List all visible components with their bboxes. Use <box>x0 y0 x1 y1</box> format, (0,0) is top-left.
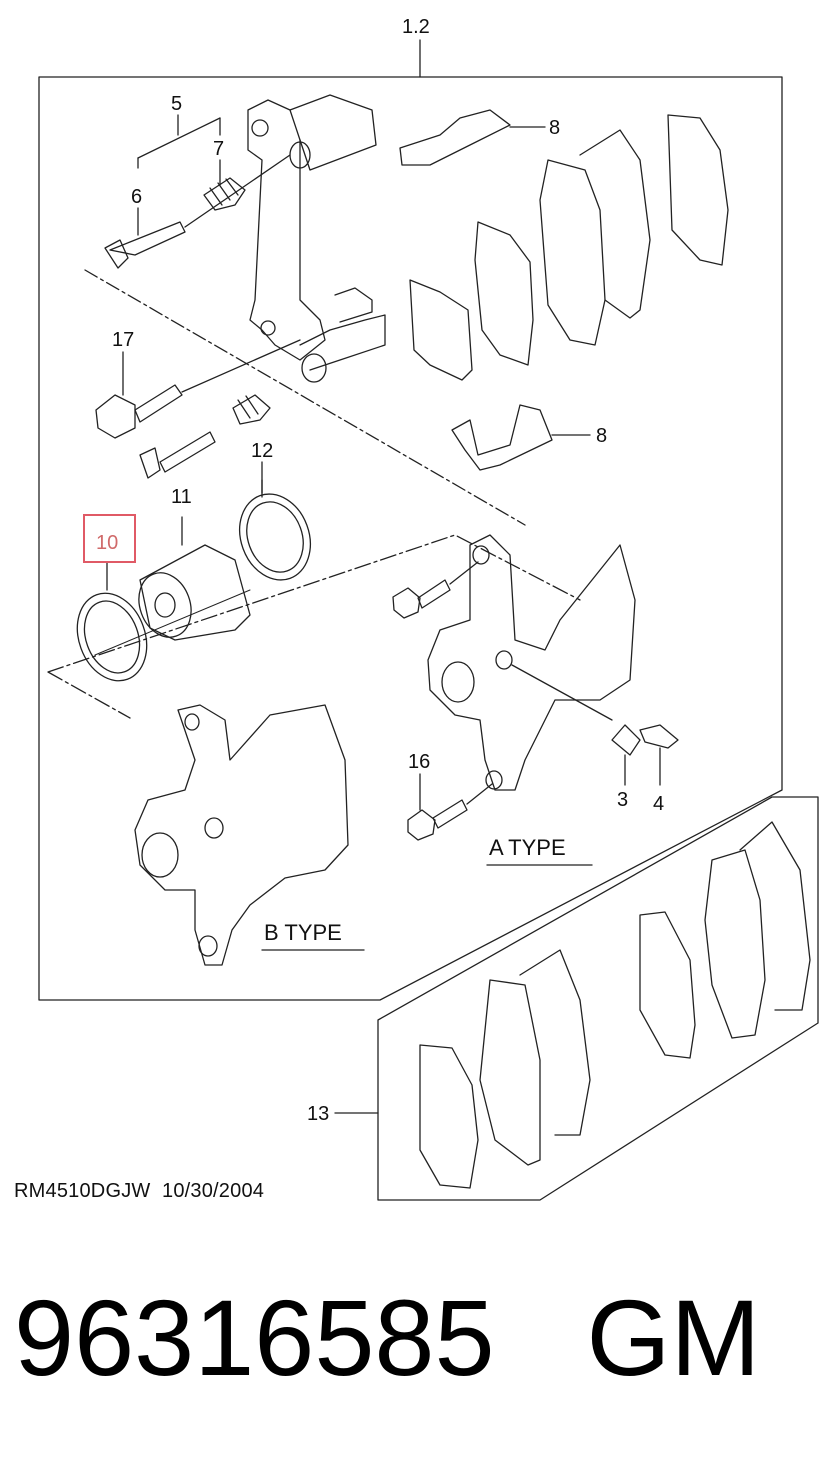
boot-7 <box>203 177 246 211</box>
drawing-date: 10/30/2004 <box>162 1180 265 1202</box>
bolt-17 <box>95 339 301 439</box>
seal-12 <box>239 479 311 581</box>
drawing-code: RM4510DGJW <box>14 1180 151 1202</box>
brake-caliper-exploded-diagram: 1.2 5 7 6 8 17 8 12 11 10 16 3 4 13 A TY… <box>38 16 819 1201</box>
highlight-box <box>83 514 136 563</box>
pad-kit-frame <box>377 796 819 1201</box>
callout-10: 10 <box>96 532 118 554</box>
caliper-b-type <box>134 704 349 966</box>
clip-8-bottom <box>451 404 591 471</box>
caliper-bracket <box>247 94 386 383</box>
clip-8-top <box>399 109 546 166</box>
callout-8-top: 8 <box>549 117 560 139</box>
brake-pads-upper <box>409 114 729 381</box>
callout-3: 3 <box>617 789 628 811</box>
caliper-a-type <box>427 534 636 791</box>
assembly-frame <box>38 76 783 1001</box>
callout-12: 12 <box>251 440 273 462</box>
seal-panel <box>47 534 581 719</box>
guide-pin-bolt-6 <box>104 154 291 269</box>
callout-11: 11 <box>171 486 192 508</box>
callout-5: 5 <box>171 93 182 115</box>
callout-17: 17 <box>112 329 134 351</box>
bolt-a-upper <box>392 561 479 619</box>
part-number-line: 96316585 GM <box>14 1278 824 1398</box>
drawing-stamp: RM4510DGJW 10/30/2004 <box>14 1180 264 1203</box>
b-type-label: B TYPE <box>264 920 342 945</box>
callout-4: 4 <box>653 793 664 815</box>
callout-6: 6 <box>131 186 142 208</box>
part-number: 96316585 <box>14 1277 495 1398</box>
pad-kit-13 <box>334 821 811 1189</box>
callout-7: 7 <box>213 138 224 160</box>
guide-pin-lower <box>139 394 271 479</box>
brand: GM <box>586 1277 761 1398</box>
bolt-16 <box>407 783 493 841</box>
bleeder-3-4 <box>611 724 679 756</box>
guide-line <box>84 269 526 526</box>
callout-1-2: 1.2 <box>402 16 430 38</box>
callout-8-bottom: 8 <box>596 425 607 447</box>
piston-11 <box>138 516 251 641</box>
dust-seal-10 <box>76 561 251 682</box>
a-type-label: A TYPE <box>489 835 566 860</box>
callout-16: 16 <box>408 751 430 773</box>
callout-13: 13 <box>307 1103 329 1125</box>
